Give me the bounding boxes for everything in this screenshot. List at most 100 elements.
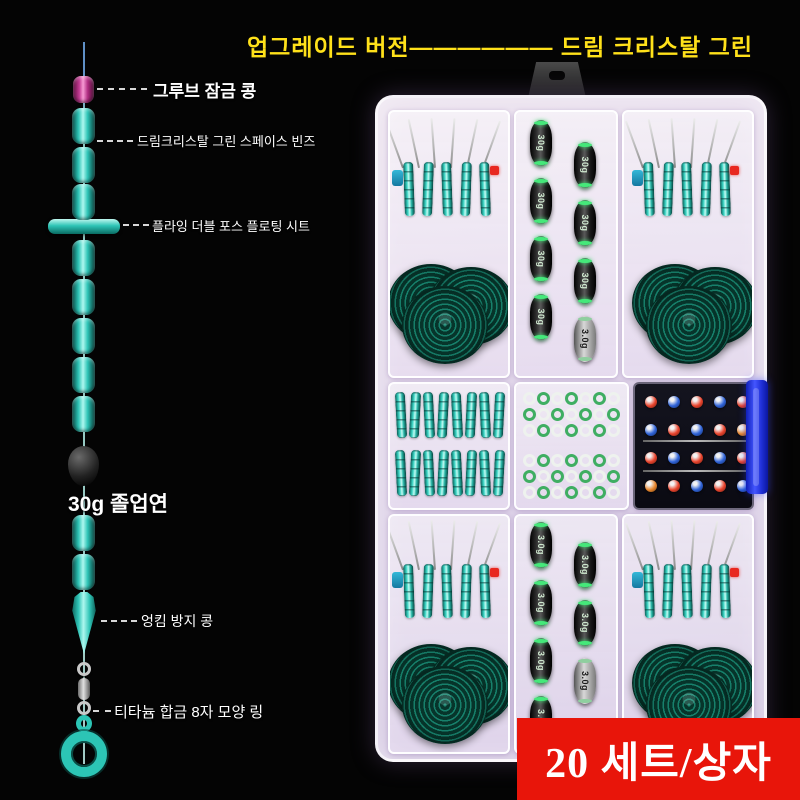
colored-bead <box>645 424 657 436</box>
hook-wire <box>407 520 420 571</box>
spacer-bead <box>72 515 95 551</box>
rubber-ring <box>593 408 606 421</box>
hook-wire <box>647 520 660 571</box>
bean-strip <box>422 563 434 619</box>
red-tag <box>490 568 499 577</box>
compartment-strips <box>388 382 510 510</box>
weight-label: 3.0g <box>536 650 546 672</box>
weight-label: 3.0g <box>580 328 590 350</box>
steel-pin <box>643 470 747 472</box>
weight-cap <box>578 641 592 645</box>
rubber-ring <box>565 408 578 421</box>
hook-wire <box>430 520 436 571</box>
rig-weight-30g <box>68 446 99 486</box>
rubber-ring <box>607 486 620 499</box>
label-space-beans: 드림크리스탈 그린 스페이스 빈즈 <box>137 134 316 149</box>
compartment-rings <box>514 382 629 510</box>
rubber-ring <box>579 486 592 499</box>
spacer-bead <box>72 396 95 432</box>
compartment-weights-bottom: 3.0g3.0g3.0g3.0g3.0g3.0g3.0g <box>514 514 618 754</box>
weight: 30g <box>530 294 552 340</box>
hook-wire <box>450 118 456 169</box>
rubber-ring <box>565 486 578 499</box>
rubber-ring <box>565 392 578 405</box>
weight-cap <box>534 161 548 165</box>
weight-label: 3.0g <box>536 534 546 556</box>
hook-wire <box>450 520 456 571</box>
weight-cap <box>578 143 592 147</box>
weight-cap <box>578 299 592 303</box>
hook-wire <box>647 118 660 169</box>
rubber-ring <box>551 392 564 405</box>
colored-bead <box>714 424 726 436</box>
steel-pin <box>643 440 747 442</box>
weight-label: 30g <box>536 192 546 210</box>
hook-wire <box>407 118 420 169</box>
label-weight: 30g 졸업연 <box>68 493 168 516</box>
rubber-ring <box>537 392 550 405</box>
rubber-ring <box>565 454 578 467</box>
weight-cap <box>534 639 548 643</box>
hook-wire <box>690 118 696 169</box>
rubber-ring <box>551 486 564 499</box>
line-coil <box>402 666 488 744</box>
weight-cap <box>578 543 592 547</box>
hinge-hole <box>549 71 565 80</box>
spacer-bead <box>72 108 95 144</box>
weight: 3.0g <box>530 580 552 626</box>
rubber-ring <box>523 470 536 483</box>
lock-bead <box>73 76 94 103</box>
rubber-ring <box>537 470 550 483</box>
spacer-bead <box>72 279 95 315</box>
weight-gray: 3.0g <box>574 658 596 704</box>
rubber-ring <box>593 424 606 437</box>
weight: 3.0g <box>530 638 552 684</box>
bean-strip <box>643 563 655 619</box>
anti-tangle-bead <box>72 592 96 654</box>
bean-strip <box>450 449 464 497</box>
weight-label: 3.0g <box>580 554 590 576</box>
bean-strip <box>394 449 408 497</box>
spacer-bead <box>72 240 95 276</box>
rubber-ring <box>523 424 536 437</box>
spacer-bead <box>72 318 95 354</box>
spacer-bead <box>72 554 95 590</box>
bean-strip <box>700 563 712 619</box>
box-latch <box>746 380 768 494</box>
weight-label: 30g <box>536 308 546 326</box>
weight-label: 30g <box>580 272 590 290</box>
red-tag <box>730 166 739 175</box>
colored-bead <box>668 452 680 464</box>
hook-wire <box>690 520 696 571</box>
label-anti-tangle: 엉킴 방지 콩 <box>141 613 214 629</box>
bean-strip <box>422 161 434 217</box>
colored-bead <box>714 452 726 464</box>
weight: 3.0g <box>574 600 596 646</box>
weight-cap <box>578 241 592 245</box>
compartment-hooks-top-left <box>388 110 510 378</box>
bean-strip <box>436 449 450 497</box>
box-hinge <box>528 62 586 98</box>
clip-tag <box>632 170 643 186</box>
rubber-ring <box>551 454 564 467</box>
rubber-ring <box>537 424 550 437</box>
rubber-ring <box>523 392 536 405</box>
weight-cap <box>534 335 548 339</box>
bean-strip <box>408 449 422 497</box>
rubber-ring <box>551 408 564 421</box>
line-coil <box>646 286 732 364</box>
colored-bead <box>645 452 657 464</box>
page-title: 업그레이드 버전—————— 드림 크리스탈 그린 <box>247 34 753 60</box>
callout-line <box>97 140 133 142</box>
callout-line <box>123 224 149 226</box>
hook-wire <box>706 520 719 571</box>
weight-label: 30g <box>580 156 590 174</box>
hook-wire <box>430 118 436 169</box>
bean-strip <box>403 563 415 619</box>
colored-bead <box>714 480 726 492</box>
rubber-ring <box>579 392 592 405</box>
bean-strip <box>450 391 464 439</box>
rubber-ring <box>551 470 564 483</box>
bean-strip <box>662 161 674 217</box>
weight-cap <box>578 699 592 703</box>
